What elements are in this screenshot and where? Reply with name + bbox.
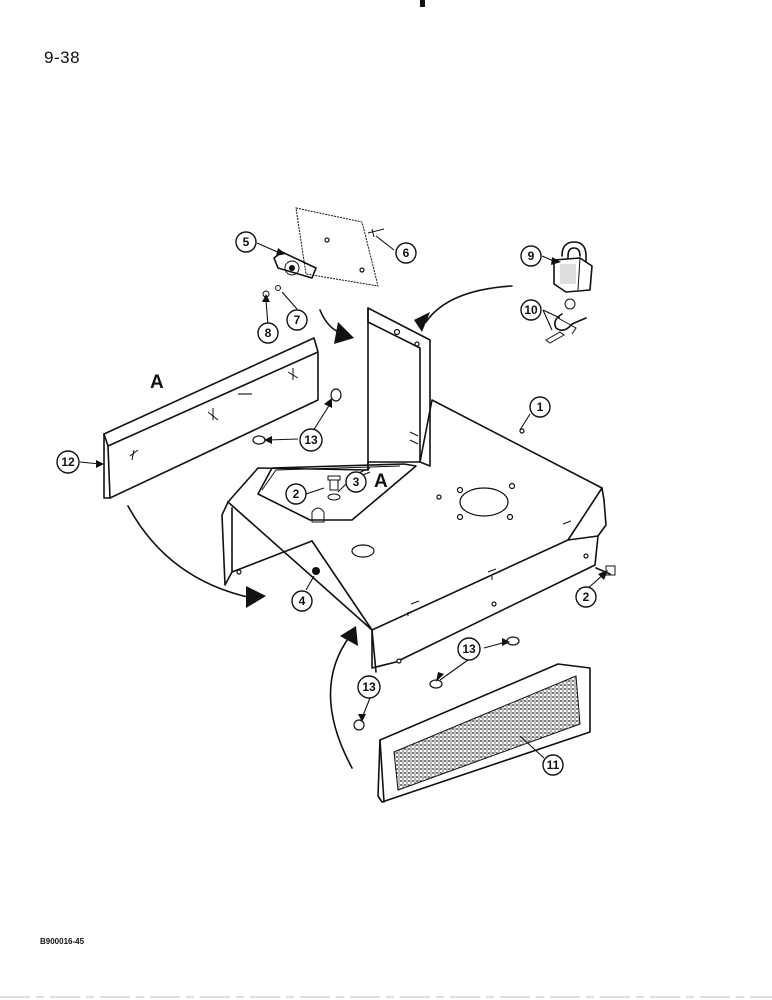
callout-10-number: 10 bbox=[524, 303, 538, 317]
callout-2-pocket: 2 bbox=[285, 483, 307, 505]
padlock bbox=[553, 241, 593, 293]
detail-a-label-pocket: A bbox=[374, 471, 388, 492]
center-hole bbox=[459, 487, 509, 517]
keys bbox=[545, 298, 587, 344]
callout-5-number: 5 bbox=[243, 235, 250, 249]
base-housing bbox=[221, 399, 607, 673]
callout-4: 4 bbox=[291, 590, 313, 612]
callout-2-side: 2 bbox=[575, 586, 597, 608]
page-number: 9-38 bbox=[44, 48, 81, 67]
figure-code: B900016-45 bbox=[40, 937, 85, 946]
callout-13-grille-left-number: 13 bbox=[362, 680, 376, 694]
callout-7: 7 bbox=[286, 309, 308, 331]
crop-mark bbox=[420, 0, 425, 7]
vertical-bracket bbox=[367, 307, 431, 471]
callout-10: 10 bbox=[520, 299, 542, 321]
callout-9: 9 bbox=[520, 245, 542, 267]
callout-5: 5 bbox=[235, 231, 257, 253]
door-panel bbox=[295, 207, 379, 287]
assembly-arrows bbox=[127, 285, 513, 769]
left-trim-panel bbox=[103, 337, 342, 499]
callout-2-pocket-number: 2 bbox=[293, 487, 300, 501]
callout-6: 6 bbox=[395, 242, 417, 264]
callout-12: 12 bbox=[56, 450, 80, 474]
callout-11: 11 bbox=[542, 754, 564, 776]
callout-8-number: 8 bbox=[265, 326, 272, 340]
callout-2-side-number: 2 bbox=[583, 590, 590, 604]
callout-12-number: 12 bbox=[61, 455, 75, 469]
grille-panel bbox=[353, 636, 591, 803]
detail-a-label-panel: A bbox=[150, 372, 164, 393]
callout-3: 3 bbox=[345, 471, 367, 493]
side-bolt bbox=[595, 565, 616, 576]
callout-13-grille-top: 13 bbox=[457, 637, 481, 661]
callout-7-number: 7 bbox=[294, 313, 301, 327]
callout-4-number: 4 bbox=[299, 594, 306, 608]
callout-1: 1 bbox=[529, 396, 551, 418]
callout-3-number: 3 bbox=[353, 475, 360, 489]
callout-8: 8 bbox=[257, 322, 279, 344]
callout-13-grille-top-number: 13 bbox=[462, 642, 476, 656]
callout-9-number: 9 bbox=[528, 249, 535, 263]
callout-13-grille-left: 13 bbox=[357, 675, 381, 699]
callout-13-left-panel: 13 bbox=[299, 428, 323, 452]
callout-13-left-panel-number: 13 bbox=[304, 433, 318, 447]
callout-1-number: 1 bbox=[537, 400, 544, 414]
callout-6-number: 6 bbox=[403, 246, 410, 260]
callout-11-number: 11 bbox=[547, 758, 560, 772]
small-hole bbox=[351, 544, 375, 558]
